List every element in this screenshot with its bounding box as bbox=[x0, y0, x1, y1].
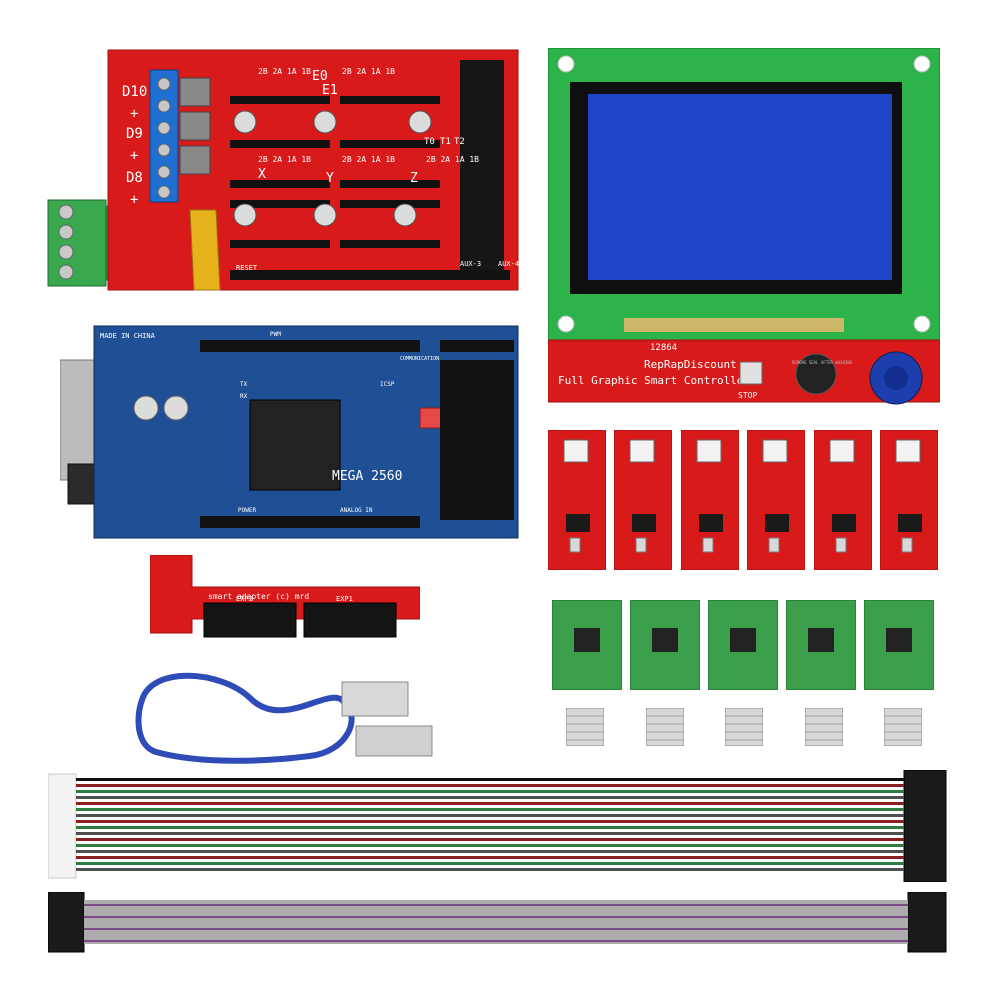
endstop-module bbox=[680, 430, 739, 570]
stepper-driver bbox=[786, 600, 856, 690]
endstop-module bbox=[548, 430, 606, 570]
header-label: 2B 2A 1A 1B bbox=[426, 155, 479, 164]
mega-2560-board: MADE IN CHINA MEGA 2560 ICSP POWER ANALO… bbox=[60, 325, 519, 539]
adapter-label: smart adapter (c) mrd bbox=[208, 592, 309, 601]
pin-label: + bbox=[130, 192, 138, 208]
mosfet-terminal bbox=[149, 69, 179, 203]
aux-label: AUX-3 bbox=[460, 260, 481, 268]
usb-a-plug bbox=[355, 725, 433, 757]
lcd-brand-label: RepRapDiscount bbox=[644, 358, 737, 371]
exp1-header bbox=[303, 602, 397, 638]
axis-label: Y bbox=[326, 171, 334, 186]
stepper-driver bbox=[864, 600, 934, 690]
thermistor-label: T0 bbox=[424, 137, 435, 147]
endstop-module bbox=[879, 430, 938, 570]
header-label: 2B 2A 1A 1B bbox=[258, 155, 311, 164]
pin-label: D8 bbox=[126, 170, 143, 186]
lcd-controller: 12864 RepRapDiscount Full Graphic Smart … bbox=[548, 48, 940, 405]
axis-label: E1 bbox=[322, 83, 338, 98]
ramps-board: D10 + D9 + D8 + E0 E1 X Y Z 2B 2A 1A 1B … bbox=[47, 49, 519, 291]
thermistor-label: T2 bbox=[454, 137, 465, 147]
heatsink bbox=[645, 708, 684, 746]
lcd-screen bbox=[588, 94, 892, 280]
pin-label: D9 bbox=[126, 126, 143, 142]
analog-label: ANALOG IN bbox=[340, 507, 373, 514]
heatsink bbox=[566, 708, 604, 746]
pin-label: + bbox=[130, 148, 138, 164]
usb-b-plug bbox=[341, 681, 409, 717]
stepper-driver bbox=[552, 600, 622, 690]
polyfuse bbox=[189, 209, 221, 291]
buzzer bbox=[795, 353, 837, 395]
exp2-header bbox=[203, 602, 297, 638]
usb-cable bbox=[135, 672, 433, 764]
communication-label: COMMUNICATION bbox=[400, 356, 439, 362]
pwm-label: PWM bbox=[270, 331, 281, 338]
smart-adapter: smart adapter (c) mrd EXP2 EXP1 bbox=[150, 555, 420, 638]
endstop-group bbox=[548, 430, 938, 572]
stop-button[interactable] bbox=[739, 361, 763, 385]
stop-label: STOP bbox=[738, 391, 757, 400]
heatsink-group bbox=[566, 708, 922, 750]
idc-ribbon-cable bbox=[48, 892, 947, 953]
aux-label: AUX-4 bbox=[498, 260, 519, 268]
mega-model-label: MEGA 2560 bbox=[332, 469, 402, 484]
heatsink bbox=[884, 708, 922, 746]
pin-label: D10 bbox=[122, 84, 147, 100]
reset-label: RESET bbox=[236, 264, 258, 272]
thermistor-label: T1 bbox=[440, 137, 451, 147]
header-label: 2B 2A 1A 1B bbox=[342, 67, 395, 76]
rx-label: RX bbox=[240, 393, 248, 400]
made-in-label: MADE IN CHINA bbox=[100, 332, 156, 340]
axis-label: X bbox=[258, 167, 266, 182]
driver-group bbox=[552, 600, 934, 692]
axis-label: E0 bbox=[312, 69, 328, 84]
pin-label: + bbox=[130, 106, 138, 122]
axis-label: Z bbox=[410, 171, 418, 186]
icsp-label: ICSP bbox=[380, 381, 395, 388]
endstop-module bbox=[614, 430, 673, 570]
tx-label: TX bbox=[240, 381, 248, 388]
header-label: 2B 2A 1A 1B bbox=[342, 155, 395, 164]
lcd-title-label: Full Graphic Smart Controller bbox=[558, 374, 750, 387]
exp-label: EXP1 bbox=[336, 595, 353, 603]
lcd-model-label: 12864 bbox=[650, 343, 677, 353]
header-label: 2B 2A 1A 1B bbox=[258, 67, 311, 76]
heatsink bbox=[725, 708, 763, 746]
stepper-driver bbox=[708, 600, 778, 690]
heatsink bbox=[804, 708, 843, 746]
exp-label: EXP2 bbox=[236, 595, 253, 603]
stepper-driver bbox=[630, 600, 700, 690]
buzzer-text: REMOVE SEAL AFTER WASHING bbox=[792, 360, 853, 365]
power-label: POWER bbox=[238, 507, 256, 514]
endstop-module bbox=[813, 430, 872, 570]
endstop-module bbox=[747, 430, 806, 570]
dupont-ribbon-cable bbox=[48, 770, 947, 882]
